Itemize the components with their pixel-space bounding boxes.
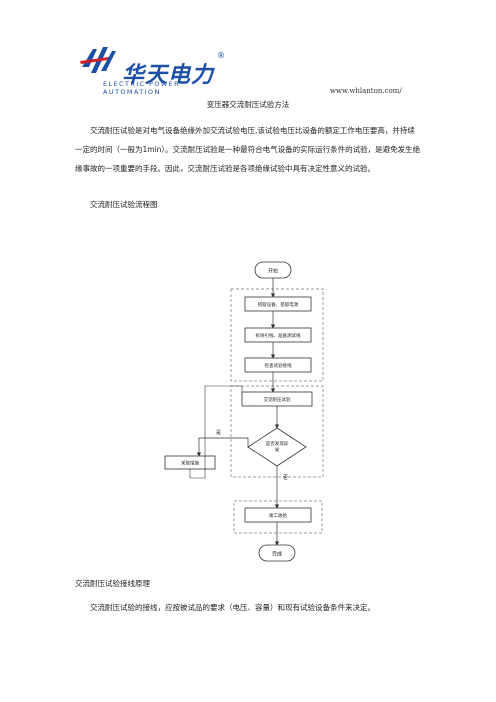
- no-branch-label: 否: [283, 475, 288, 481]
- test-group-box: [230, 385, 324, 478]
- decision-anomaly: [247, 427, 307, 467]
- logo-english-name: ELECTRIC POWER AUTOMATION: [103, 80, 181, 96]
- wiring-heading: 交流耐压试验接线原理: [75, 579, 150, 588]
- prep-group-box: [230, 288, 324, 382]
- step-remove-leads-label: 拆除引线、准备测试线: [256, 332, 301, 339]
- wiring-paragraph: 交流耐压试验的接线，应按被试品的要求（电压、容量）和现有试验设备条件来决定。: [90, 603, 375, 612]
- step-cleanup: [244, 507, 312, 523]
- document-title: 变压器交流耐压试验方法: [206, 100, 290, 109]
- step-check-wiring-label: 检查试验接线: [265, 362, 292, 369]
- step-take-measures-label: 采取措施: [181, 460, 199, 467]
- end-terminal: [258, 544, 296, 562]
- company-logo: 华天电力 ® ELECTRIC POWER AUTOMATION: [79, 43, 229, 96]
- decision-label-line1: 是否发现异: [266, 440, 289, 447]
- step-prepare-equipment-label: 搭取设备、搭取电源: [258, 301, 299, 308]
- start-label: 开始: [268, 268, 278, 275]
- logo-chinese-name: 华天电力: [122, 63, 215, 88]
- website-url[interactable]: www.whlanton.com/: [330, 87, 402, 95]
- end-label: 完成: [272, 551, 282, 558]
- step-check-wiring: [244, 357, 312, 373]
- yes-branch-label: 是: [216, 430, 221, 436]
- step-ac-withstand-test-label: 交流耐压试验: [264, 396, 291, 403]
- registered-mark: ®: [217, 51, 225, 60]
- decision-label-line2: 常: [275, 447, 280, 454]
- logo-mark-icon: [80, 47, 116, 73]
- flowchart-heading: 交流耐压试验流程图: [90, 200, 158, 209]
- intro-paragraph: 交流耐压试验是对电气设备绝缘外加交流试验电压,该试验电压比设备的额定工作电压要高…: [75, 126, 421, 173]
- step-prepare-equipment: [244, 296, 312, 312]
- step-cleanup-label: 竣工收拾: [269, 512, 287, 519]
- step-remove-leads: [244, 327, 312, 343]
